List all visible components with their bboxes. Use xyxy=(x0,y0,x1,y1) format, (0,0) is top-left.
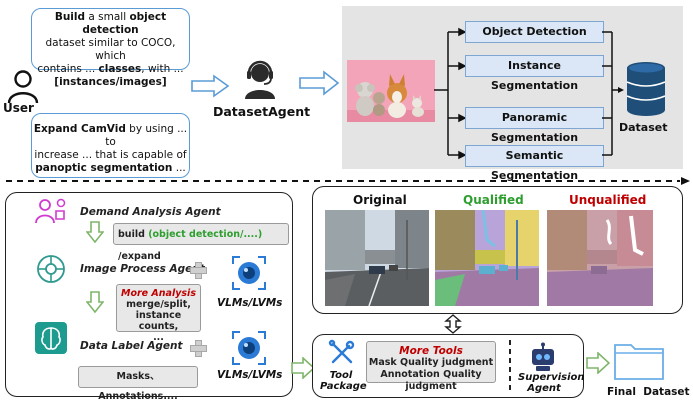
task-instance-segmentation: Instance Segmentation xyxy=(465,55,604,92)
vlm-label-2: VLMs/LVMs xyxy=(217,369,283,381)
final-dataset-label: Final Dataset xyxy=(607,386,690,398)
image-process-agent-label: Image Process Agent xyxy=(80,263,205,275)
data-label-agent-label: Data Label Agent xyxy=(80,340,183,352)
masks-annotations-box: Masks、Annotations.... xyxy=(78,366,198,402)
original-heading: Original xyxy=(353,193,407,207)
unqualified-heading: Unqualified xyxy=(569,193,647,207)
data-label-icon xyxy=(35,322,67,354)
arrow-to-final-dataset xyxy=(586,352,610,374)
build-command-box: build (object detection/....) /expand xyxy=(113,223,289,262)
request-bubble-build: Build a small object detection dataset s… xyxy=(31,8,190,88)
qualified-mask-image xyxy=(435,210,539,306)
tool-package-icon xyxy=(328,339,355,364)
dataset-label: Dataset xyxy=(619,121,668,134)
demand-analysis-agent-label: Demand Analysis Agent xyxy=(80,206,221,218)
down-arrow-2 xyxy=(86,291,104,313)
task-panoramic-segmentation: Panoramic Segmentation xyxy=(465,107,604,144)
vlm-lens-icon xyxy=(232,256,266,290)
task-merge-connector xyxy=(602,31,624,156)
section-divider-arrow xyxy=(6,177,690,185)
more-analysis-box: More Analysis merge/split, instance coun… xyxy=(116,284,201,343)
arrow-user-to-agent xyxy=(191,74,230,98)
request-bubble-expand: Expand CamVid by using ... to increase .… xyxy=(31,113,190,178)
unqualified-mask-image xyxy=(547,210,653,306)
task-semantic-segmentation: Semantic Segmentation xyxy=(465,145,604,182)
arrow-to-tools xyxy=(291,357,315,379)
folder-icon xyxy=(614,344,664,380)
down-arrow-1 xyxy=(86,221,104,243)
agent-label: DatasetAgent xyxy=(213,104,311,119)
demand-analysis-icon xyxy=(35,198,66,224)
qualified-heading: Qualified xyxy=(463,193,524,207)
plus-icon xyxy=(190,262,207,279)
task-branch-connector xyxy=(434,27,467,160)
original-street-image xyxy=(325,210,429,306)
more-tools-box: More Tools Mask Quality judgment Annotat… xyxy=(366,341,496,392)
robot-icon xyxy=(532,342,554,371)
image-process-icon xyxy=(37,255,65,283)
user-icon xyxy=(7,70,39,104)
arrow-agent-to-image xyxy=(299,70,340,96)
bidirectional-arrow xyxy=(444,314,462,334)
vlm-lens-icon xyxy=(232,331,266,365)
plus-icon xyxy=(190,340,207,357)
user-label: User xyxy=(3,101,34,115)
pets-photo xyxy=(347,60,435,122)
dashed-divider xyxy=(509,340,511,392)
agent-headset-icon xyxy=(245,60,275,99)
vlm-label-1: VLMs/LVMs xyxy=(217,297,283,309)
task-object-detection: Object Detection xyxy=(465,21,604,43)
database-icon xyxy=(626,62,666,116)
